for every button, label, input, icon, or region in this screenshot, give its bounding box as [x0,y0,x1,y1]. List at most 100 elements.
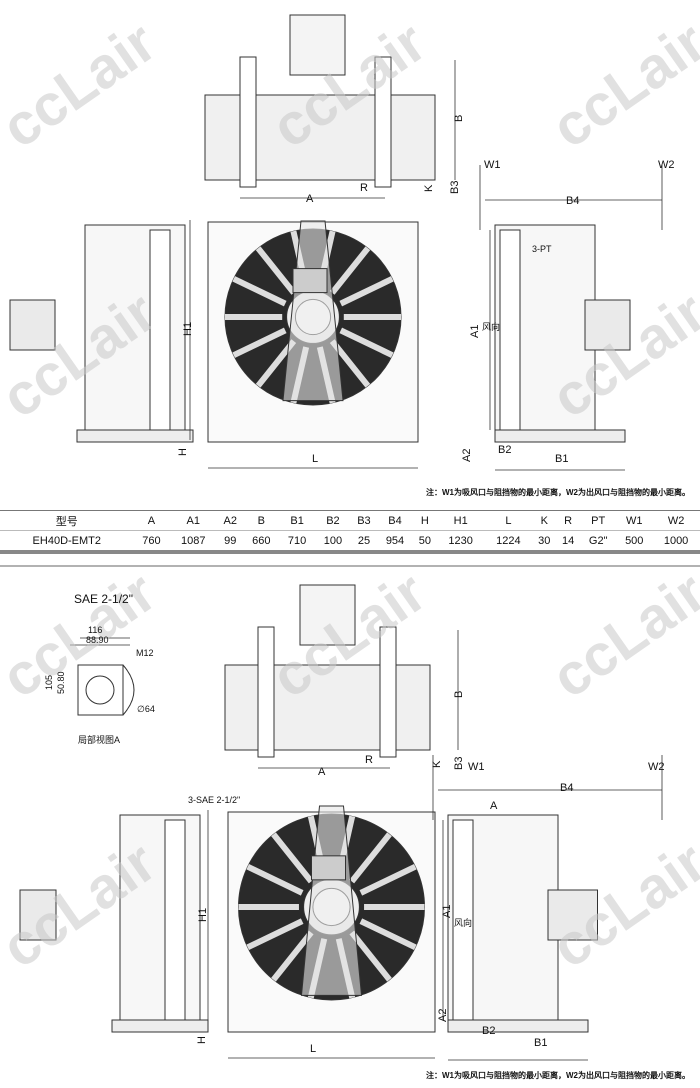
note: 注：W1为吸风口与阻挡物的最小距离，W2为出风口与阻挡物的最小距离。 [426,1070,690,1080]
fan-blade [349,930,392,982]
table-cell: 14 [556,530,581,554]
dim-W1: W1 [468,761,485,773]
detail-view-a: SAE 2-1/2" 116 88.90 M12 105 50.80 ∅64 局… [44,592,155,745]
table-header-cell: B4 [377,510,413,531]
dim-A2: A2 [437,1009,449,1022]
table-cell: 50 [412,530,437,554]
base-right [447,1019,589,1033]
core-right [452,819,474,1021]
table-cell: 760 [133,530,170,554]
fan-blade [359,863,417,896]
detail-port-circle [85,675,115,705]
table-cell: 30 [532,530,557,554]
table-cell: 500 [616,530,653,554]
motor-mount [292,268,328,294]
motor-mount [311,855,346,881]
dim-A1: A1 [469,325,481,338]
dim-105: 105 [44,675,54,690]
table-cell: G2" [580,530,617,554]
dim-88-90: 88.90 [86,635,109,645]
detail-arc [122,664,135,716]
motor-body [289,14,346,76]
watermark: ccLair [0,9,167,160]
table-header-cell: B2 [315,510,351,531]
table-header-cell: B [243,510,280,531]
watermark: ccLair [540,9,700,160]
wind-direction: 风向 [454,917,472,928]
fan-blade [349,832,392,884]
detail-flange [77,664,124,716]
base-left [76,429,194,443]
flange-right [374,56,392,188]
motor-left [9,299,56,351]
fan-blade [232,276,287,307]
table-cell: EH40D-EMT2 [0,530,134,554]
detail-title: SAE 2-1/2" [74,592,133,606]
dim-L: L [310,1043,316,1055]
table-cell: 710 [279,530,316,554]
fan-blade [339,276,394,307]
dim-B: B [453,691,465,698]
base-right [494,429,626,443]
motor-left [19,889,57,941]
fan-blade [246,918,304,951]
fan-bracket [282,220,344,402]
dim-B3: B3 [453,757,465,770]
dim-B1: B1 [555,453,568,465]
table-header-cell: A [133,510,170,531]
table-cell: 660 [243,530,280,554]
thread-m12: M12 [136,648,154,658]
motor-body [299,584,356,646]
table-header-cell: A2 [217,510,244,531]
table-header-cell: K [532,510,557,531]
table-cell: 954 [377,530,413,554]
motor-right [584,299,631,351]
detail-caption: 局部视图A [78,734,120,745]
table-header-cell: W1 [616,510,653,531]
dim-A2: A2 [461,449,473,462]
dim-K: K [423,184,435,192]
fan-blade [246,863,304,896]
dim-B4: B4 [566,195,579,207]
port-label: 3-PT [532,244,552,254]
table-header-cell: B3 [350,510,378,531]
dim-B2: B2 [482,1025,495,1037]
table-header-cell: B1 [279,510,316,531]
table-cell: 1000 [652,530,700,554]
detail-a-marker: A [490,800,498,812]
table-header-cell: PT [580,510,617,531]
dim-W1: W1 [484,159,501,171]
drawing-shapes [0,14,700,1061]
dim-A: A [306,193,314,205]
fan-blade [329,246,371,295]
table-header-cell: H1 [436,510,485,531]
fan-blade [339,327,394,358]
dim-W2: W2 [658,159,675,171]
dim-50-80: 50.80 [56,671,66,694]
table-header-cell: A1 [169,510,218,531]
dim-A1: A1 [441,905,453,918]
dim-B4: B4 [560,782,573,794]
table-cell: 1230 [436,530,485,554]
dim-A: A [318,766,326,778]
fan-blade [271,930,314,982]
dim-B3: B3 [449,181,461,194]
dim-R: R [360,182,368,194]
section1-labels: A B R K B3 W1 W2 B4 3-PT A1 风向 A2 B2 B1 … [177,115,690,497]
dim-W2: W2 [648,761,665,773]
flange-left [257,626,275,758]
dim-B1: B1 [534,1037,547,1049]
port-label: 3-SAE 2-1/2" [188,795,240,805]
flange-left [239,56,257,188]
flange-right [379,626,397,758]
dim-B2: B2 [498,444,511,456]
core-left [149,229,171,431]
dim-116: 116 [88,625,102,635]
dim-dia-64: ∅64 [137,704,155,714]
fan-blade [359,918,417,951]
base-left [111,1019,209,1033]
side-view-left [119,814,201,1031]
table-header-cell: 型号 [0,510,134,531]
